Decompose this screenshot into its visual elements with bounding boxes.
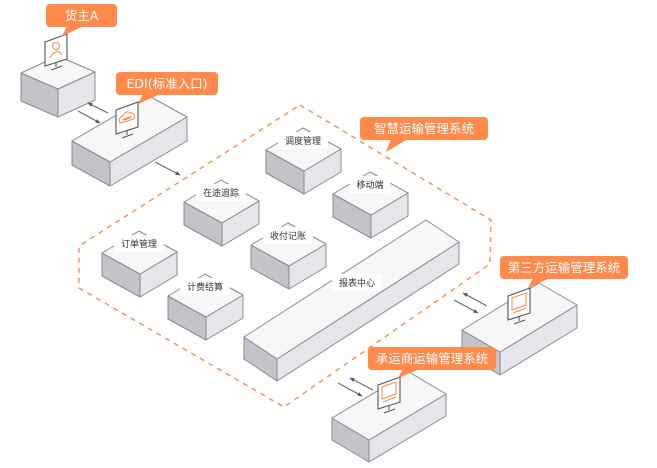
callout-text: 承运商运输管理系统 xyxy=(376,351,489,366)
arrow xyxy=(337,382,363,397)
module-tracking: 在途追踪 xyxy=(183,179,260,247)
module-billing: 计费结算 xyxy=(167,273,244,341)
module-label-bg xyxy=(332,274,382,291)
module-label: 调度管理 xyxy=(285,135,321,147)
module-mobile: 移动端 xyxy=(332,171,409,239)
arrow xyxy=(453,299,479,314)
callout-smart_tms: 智慧运输管理系统 xyxy=(360,117,488,152)
module-label: 在途追踪 xyxy=(203,187,239,199)
module-order: 订单管理 xyxy=(101,230,178,298)
callout-carrier_tms: 承运商运输管理系统 xyxy=(368,347,496,378)
cloud-link-icon xyxy=(115,101,139,139)
shipper-platform xyxy=(20,55,96,118)
arrow xyxy=(87,102,109,114)
module-payment: 收付记账 xyxy=(250,222,327,290)
arrow xyxy=(154,161,181,176)
module-label-bg xyxy=(263,227,313,244)
callout-text: EDI(标准入口) xyxy=(127,76,208,91)
module-label-bg xyxy=(349,176,391,193)
arrow xyxy=(77,110,101,124)
module-label: 收付记账 xyxy=(270,230,306,242)
data-flow-arrows xyxy=(77,102,488,397)
arrow xyxy=(462,292,488,307)
module-label: 计费结算 xyxy=(187,281,223,293)
module-label: 订单管理 xyxy=(121,238,157,250)
module-label-bg xyxy=(180,278,230,295)
module-label: 移动端 xyxy=(356,179,383,191)
callout-third_party_tms: 第三方运输管理系统 xyxy=(500,256,628,288)
callout-text: 货主A xyxy=(65,8,99,23)
module-label-bg xyxy=(196,184,246,201)
smart-tms-boundary xyxy=(78,104,492,408)
monitor-icon xyxy=(377,376,401,414)
user-icon xyxy=(44,33,68,71)
callout-shipper: 货主A xyxy=(46,4,117,36)
callout-text: 智慧运输管理系统 xyxy=(374,121,474,136)
monitor-icon xyxy=(507,287,531,325)
module-report: 报表中心 xyxy=(243,219,460,382)
callout-text: 第三方运输管理系统 xyxy=(508,260,621,275)
module-label: 报表中心 xyxy=(339,277,375,289)
module-label-bg xyxy=(114,235,164,252)
module-dispatch: 调度管理 xyxy=(265,127,342,195)
module-label-bg xyxy=(278,132,328,149)
arrow xyxy=(349,377,374,391)
callout-edi: EDI(标准入口) xyxy=(116,72,218,104)
